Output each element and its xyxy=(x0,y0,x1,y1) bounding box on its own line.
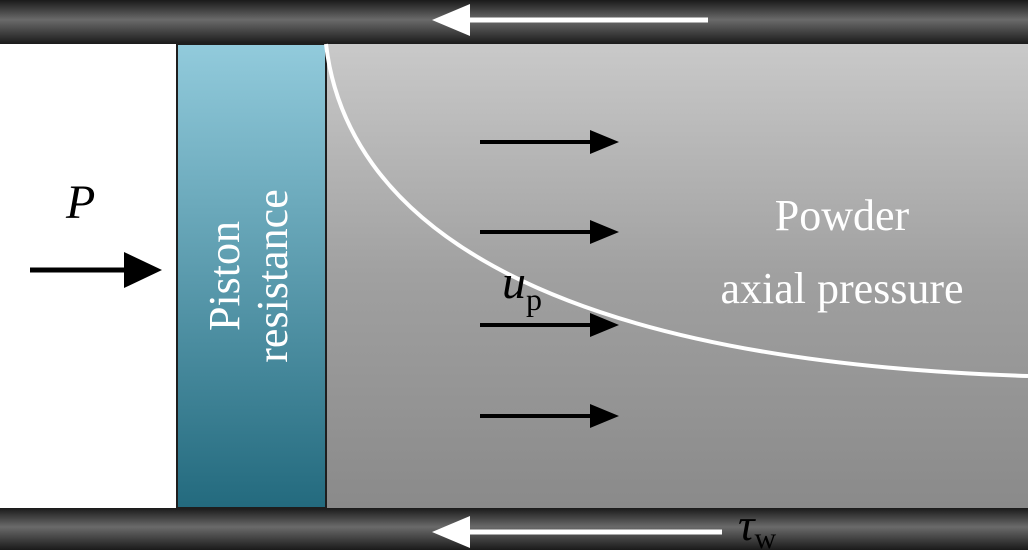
arrow-left-icon xyxy=(432,4,708,36)
wall-stress-label: τw xyxy=(738,499,776,550)
velocity-label: up xyxy=(502,256,542,317)
velocity-arrows xyxy=(480,130,619,428)
arrow-right-icon xyxy=(480,404,619,428)
piston xyxy=(176,43,327,509)
force-arrow-icon xyxy=(30,252,162,288)
wall-stress-subscript: w xyxy=(754,522,776,550)
powder-label-line2: axial pressure xyxy=(720,264,963,313)
wall-stress-symbol: τ xyxy=(738,499,756,550)
arrow-right-icon xyxy=(480,313,619,337)
arrow-left-icon xyxy=(432,516,722,548)
arrow-right-icon xyxy=(480,130,619,154)
velocity-symbol: u xyxy=(502,256,526,309)
powder-label-line1: Powder xyxy=(775,191,910,240)
velocity-subscript: p xyxy=(526,281,542,317)
arrow-right-icon xyxy=(480,220,619,244)
piston-label-line2: resistance xyxy=(248,189,297,362)
powder-region xyxy=(326,44,1028,508)
force-label: P xyxy=(65,176,95,229)
bottom-tube-wall xyxy=(0,508,1028,550)
piston-label-line1: Piston xyxy=(200,221,249,331)
axial-pressure-curve xyxy=(324,43,1028,378)
